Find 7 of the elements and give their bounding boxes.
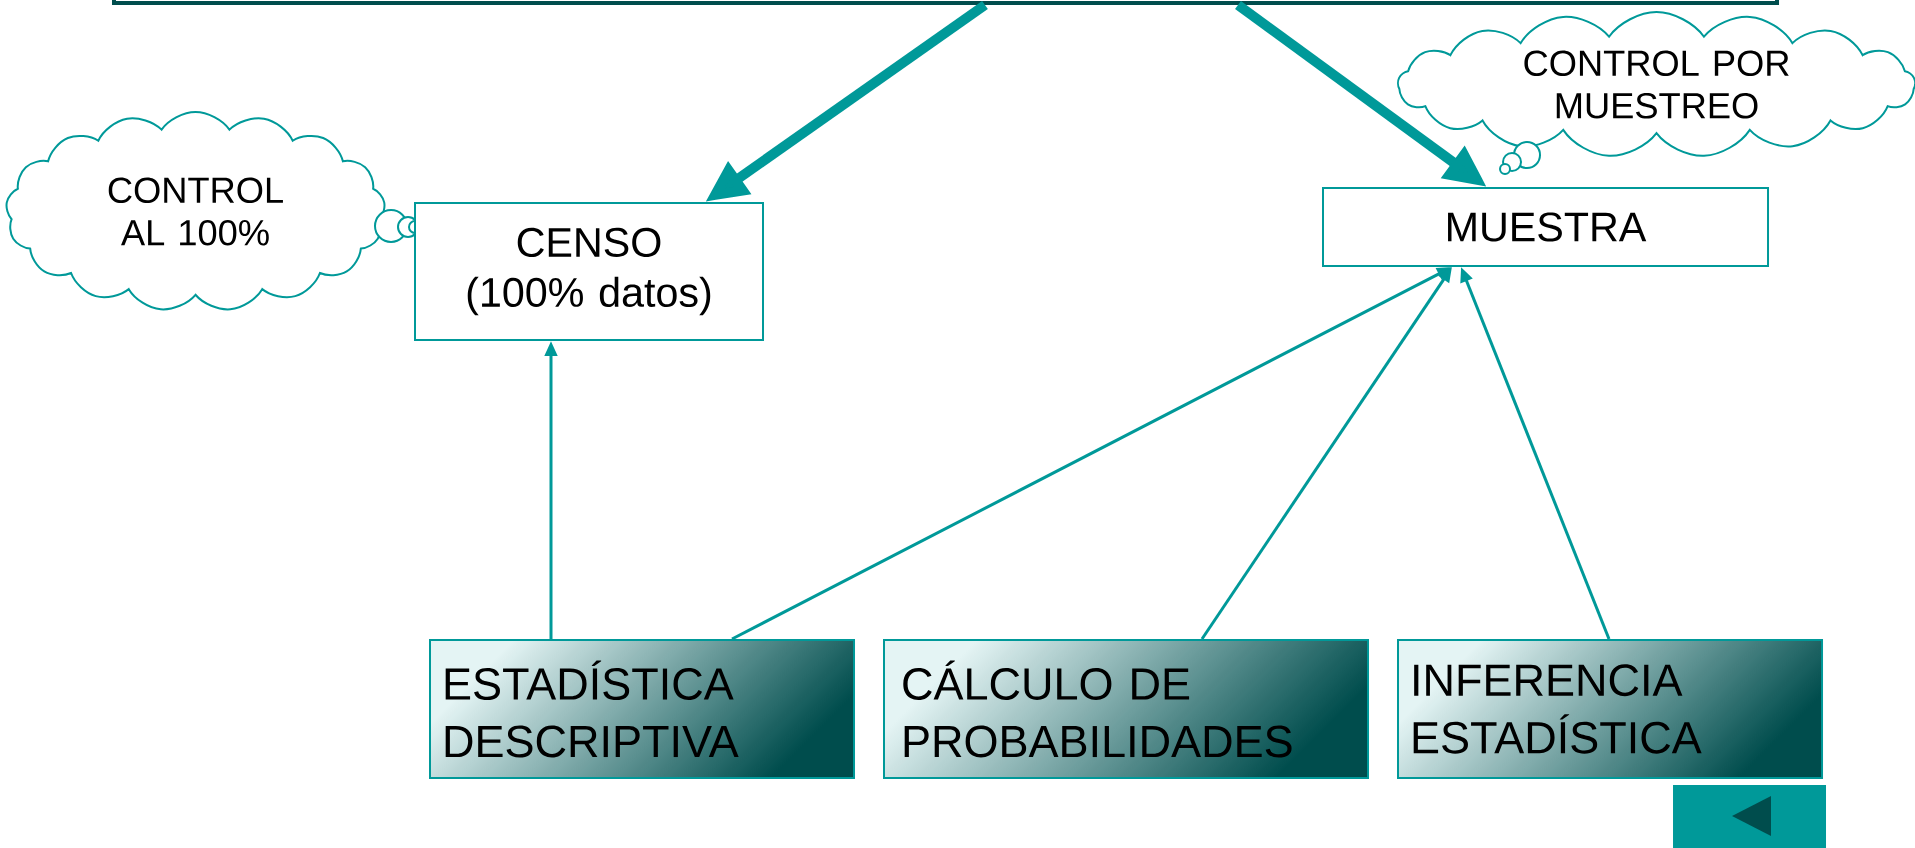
thought-cloud: CONTROL AL 100% <box>5 111 422 311</box>
topic-box: ESTADÍSTICA DESCRIPTIVA <box>429 639 855 779</box>
header-box <box>112 0 1780 5</box>
topic-box: INFERENCIA ESTADÍSTICA <box>1397 639 1823 779</box>
thought-cloud: CONTROL POR MUESTREO <box>1397 11 1915 175</box>
concept-box: MUESTRA <box>1322 187 1769 267</box>
concept-box: CENSO (100% datos) <box>414 202 764 341</box>
